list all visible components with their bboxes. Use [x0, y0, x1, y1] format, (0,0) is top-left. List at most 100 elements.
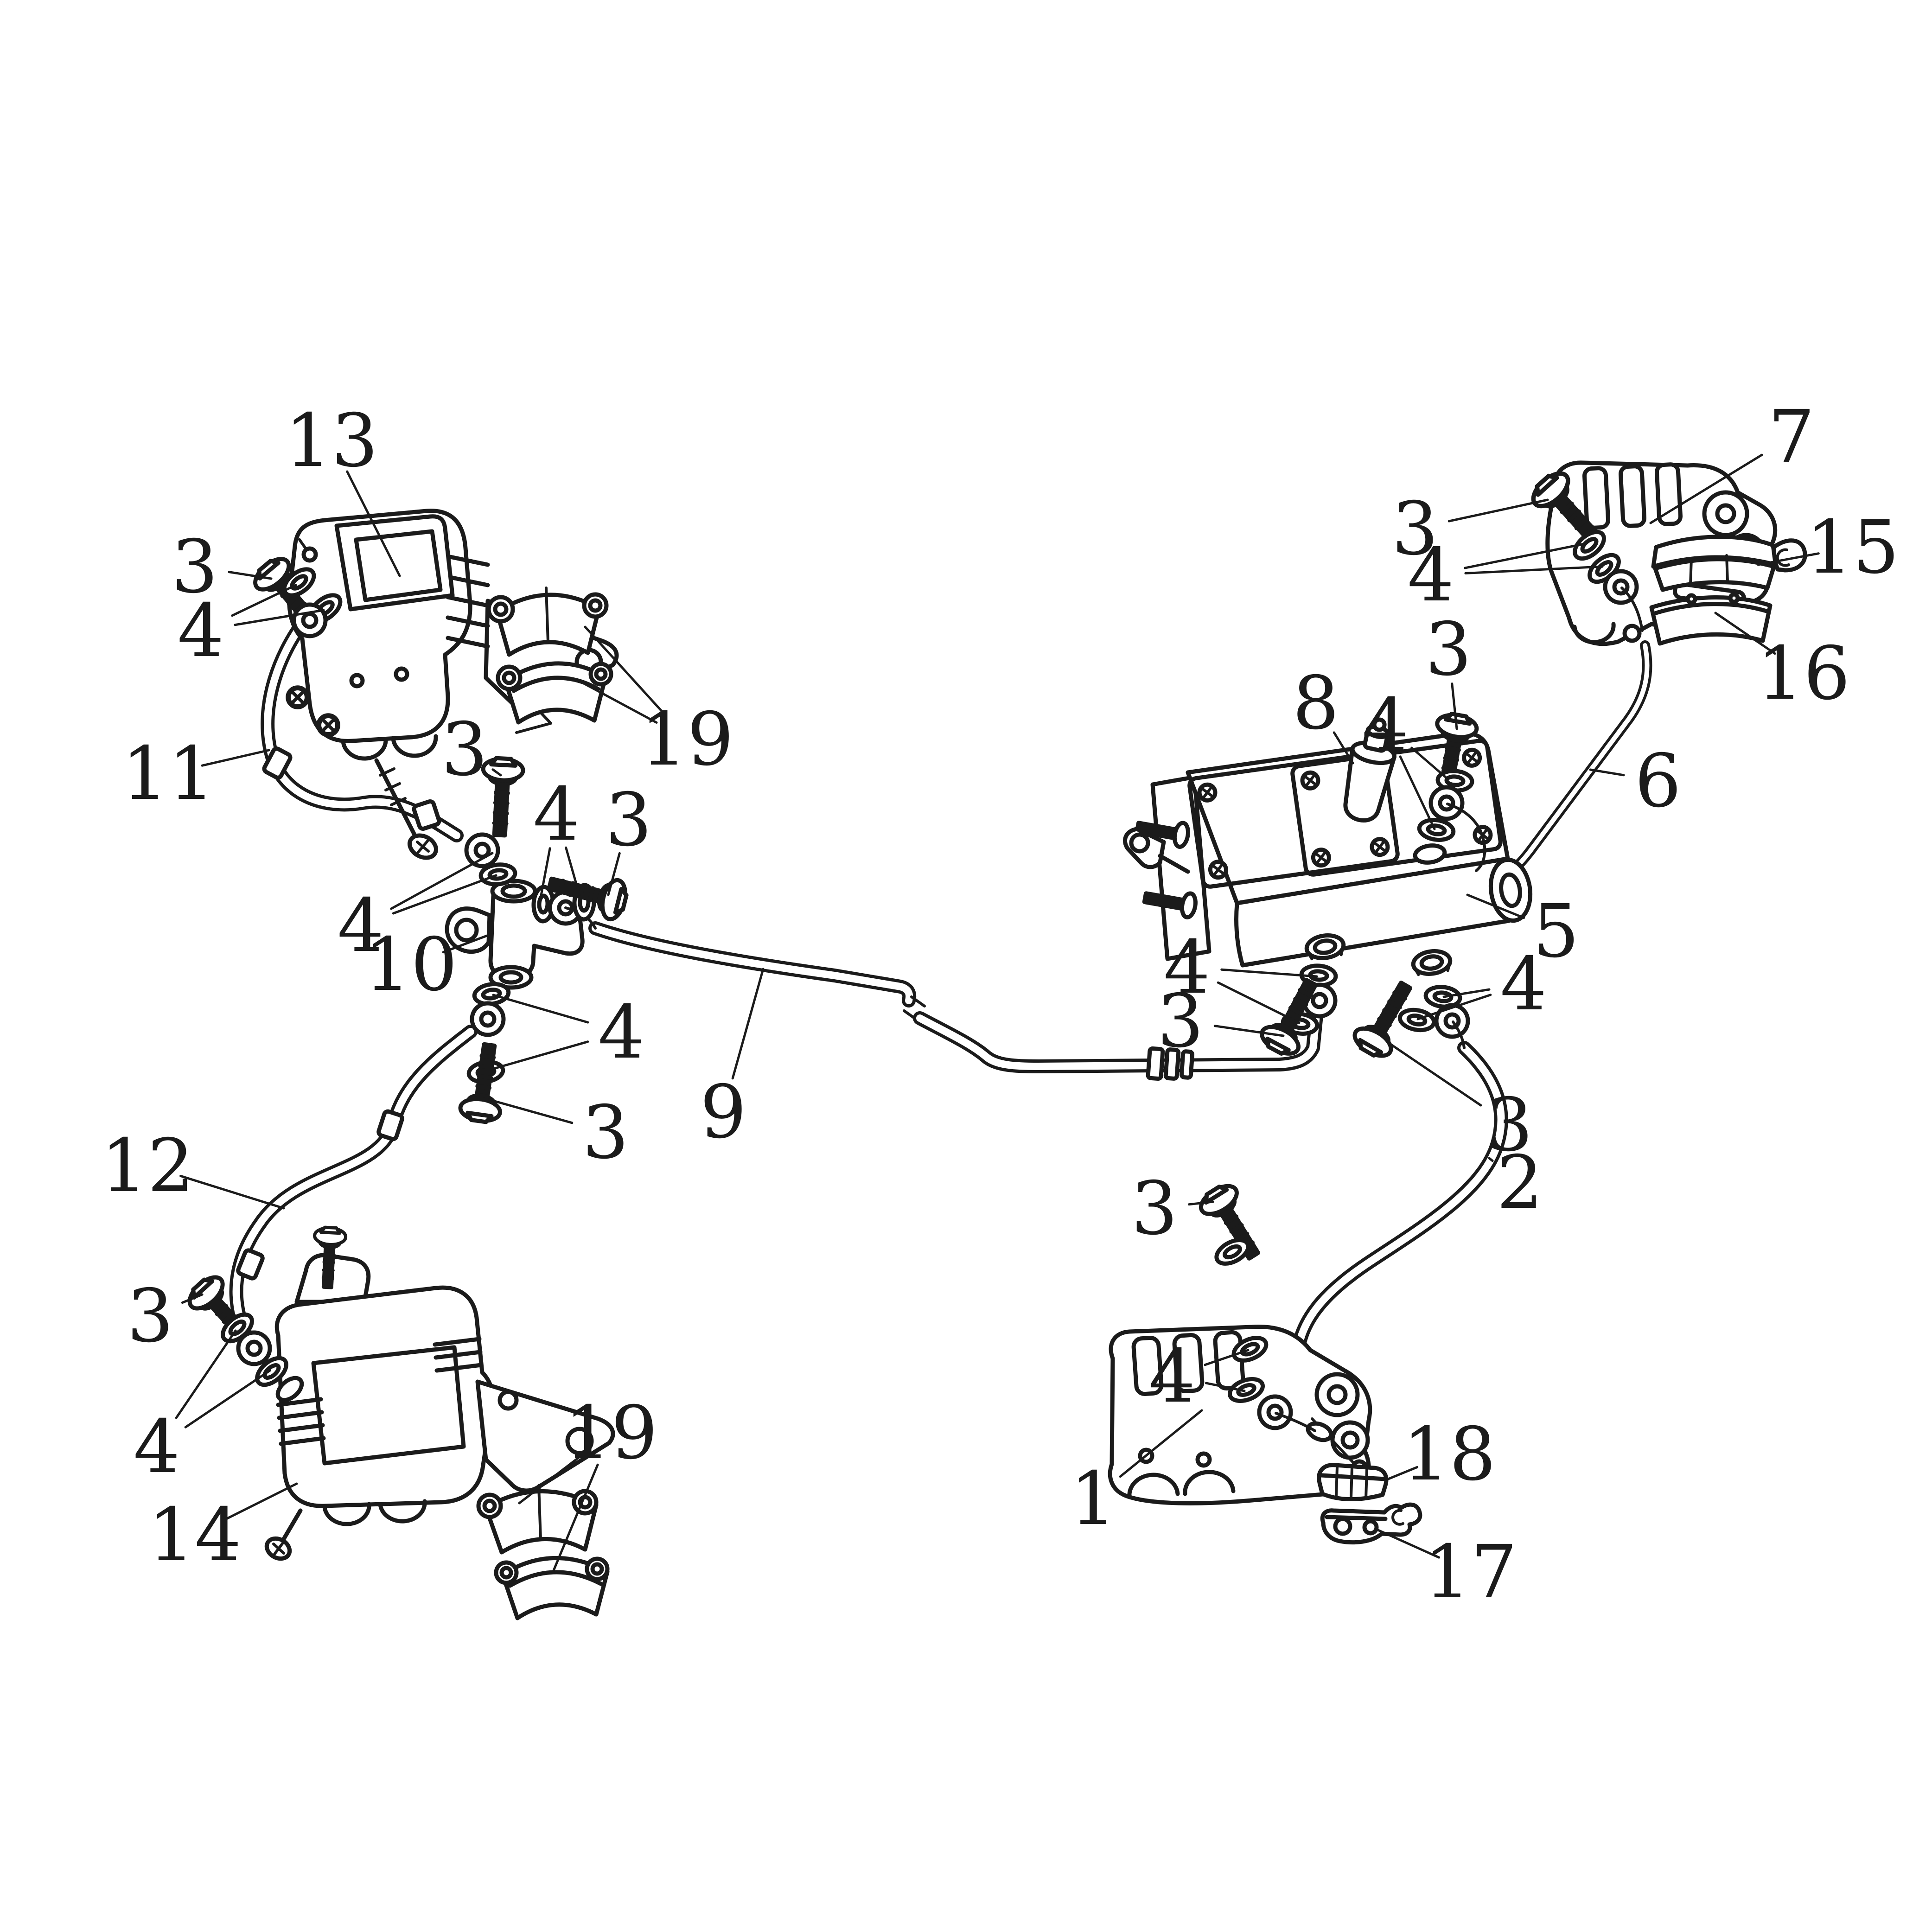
callout-leader-line: [442, 933, 491, 954]
callout-leader-line: [1188, 1200, 1214, 1206]
callout-leader-line: [234, 609, 325, 626]
callout-label-4-28: 4: [1164, 925, 1211, 1010]
callout-label-3-24: 3: [1425, 607, 1472, 692]
callout-leader-line: [731, 968, 765, 1080]
callout-label-15-21: 15: [1806, 505, 1899, 590]
callout-leader-line: [584, 625, 665, 714]
callout-label-5-27: 5: [1533, 889, 1580, 974]
callout-leader-line: [175, 1329, 237, 1419]
callout-label-4-6: 4: [533, 772, 580, 857]
callout-leader-line: [1757, 552, 1820, 566]
rear-caliper-banjo-fasteners: [1196, 1180, 1316, 1432]
callout-label-4-30: 4: [1500, 942, 1547, 1027]
callout-leader-line: [1119, 1409, 1203, 1478]
callout-label-1-35: 1: [1070, 1456, 1117, 1542]
callout-label-16-22: 16: [1757, 631, 1850, 716]
front-right-pads-drawing: [1649, 535, 1807, 646]
callout-leader-line: [1442, 988, 1491, 998]
callout-leader-line: [491, 768, 502, 777]
callout-leader-line: [231, 584, 297, 617]
callout-leader-line: [181, 1293, 204, 1304]
callout-leader-line: [1714, 612, 1776, 655]
rear-brake-pads-drawing: [1317, 1463, 1422, 1545]
callout-label-3-11: 3: [582, 1090, 629, 1175]
callout-label-3-5: 3: [441, 707, 488, 792]
callout-label-17-37: 17: [1424, 1530, 1517, 1615]
master-cylinder-port-fasteners: [1257, 964, 1468, 1062]
callout-leader-line: [346, 470, 401, 577]
callout-leader-line: [492, 994, 589, 1024]
callout-label-10-8: 10: [364, 922, 457, 1007]
callout-leader-line: [539, 847, 551, 902]
callout-leader-line: [518, 1453, 585, 1505]
callout-leader-line: [1205, 1382, 1246, 1392]
callout-leader-line: [1388, 1042, 1482, 1107]
callout-leader-line: [487, 1040, 589, 1071]
callout-leader-line: [1213, 1025, 1285, 1037]
callout-label-2-32: 2: [1497, 1140, 1543, 1225]
callout-label-19-4: 19: [640, 697, 733, 782]
callout-leader-line: [1416, 994, 1492, 1020]
callout-leader-line: [1649, 453, 1763, 524]
callout-label-3-14: 3: [127, 1274, 174, 1359]
callout-label-8-23: 8: [1293, 661, 1339, 746]
callout-label-11-3: 11: [121, 731, 215, 816]
callout-leader-line: [1220, 968, 1318, 978]
reservoir-drawing: [1343, 717, 1396, 823]
callout-leader-line: [1333, 731, 1354, 765]
callout-label-4-2: 4: [178, 588, 224, 674]
front-left-upper-brake-hose-drawing: [261, 612, 464, 842]
front-left-caliper-lower-drawing: [184, 1227, 615, 1561]
callout-leader-line: [1464, 542, 1588, 569]
callout-label-3-29: 3: [1157, 979, 1204, 1064]
callout-leader-line: [201, 749, 270, 767]
callout-label-13-0: 13: [285, 398, 378, 484]
callout-label-18-36: 18: [1403, 1412, 1496, 1497]
callout-label-7-18: 7: [1768, 395, 1815, 480]
callout-label-6-26: 6: [1635, 739, 1682, 824]
callout-leader-line: [1377, 1529, 1441, 1559]
callout-label-9-12: 9: [700, 1070, 747, 1155]
callout-leader-line: [1451, 682, 1458, 730]
callout-label-4-25: 4: [1362, 683, 1409, 768]
callout-leader-line: [179, 1174, 285, 1210]
callout-leader-line: [577, 679, 658, 724]
callout-label-4-34: 4: [1149, 1334, 1196, 1419]
front-brake-pads-lower-drawing: [476, 1484, 610, 1620]
callout-leader-line: [607, 852, 621, 896]
callout-leader-line: [1447, 498, 1549, 523]
callout-label-3-19: 3: [1392, 486, 1439, 572]
callout-label-3-31: 3: [1486, 1083, 1533, 1168]
callout-leader-line: [1589, 768, 1625, 777]
callout-label-12-13: 12: [101, 1123, 194, 1209]
callout-leader-line: [1387, 1466, 1419, 1480]
callout-label-3-7: 3: [606, 778, 652, 863]
callout-label-4-10: 4: [598, 990, 645, 1075]
callout-label-3-1: 3: [172, 524, 218, 610]
callout-label-14-16: 14: [148, 1492, 241, 1578]
callout-leader-line: [1399, 755, 1436, 830]
front-brake-pads-upper-drawing: [486, 587, 613, 725]
callout-leader-line: [184, 1369, 271, 1428]
callout-leader-line: [1217, 981, 1301, 1024]
callout-leader-line: [1410, 746, 1448, 779]
callout-label-19-17: 19: [564, 1390, 657, 1476]
callout-leader-line: [1464, 565, 1604, 574]
callout-label-4-20: 4: [1408, 533, 1454, 618]
callout-label-3-33: 3: [1131, 1166, 1178, 1251]
callout-label-4-15: 4: [134, 1404, 180, 1490]
front-left-lower-brake-hose-drawing: [229, 1025, 478, 1339]
master-cylinder-drawing: [1123, 712, 1533, 976]
callout-leader-line: [1466, 893, 1525, 919]
brake-line-tee-junction-drawing: [445, 758, 630, 1124]
warning-label-left: [1187, 751, 1400, 889]
callout-leader-line: [228, 571, 273, 580]
callout-leader-line: [565, 846, 582, 900]
callout-leader-line: [224, 1482, 298, 1520]
callout-leader-line: [1488, 1157, 1494, 1162]
callout-leader-line: [551, 1463, 599, 1574]
callout-leader-line: [390, 852, 494, 910]
